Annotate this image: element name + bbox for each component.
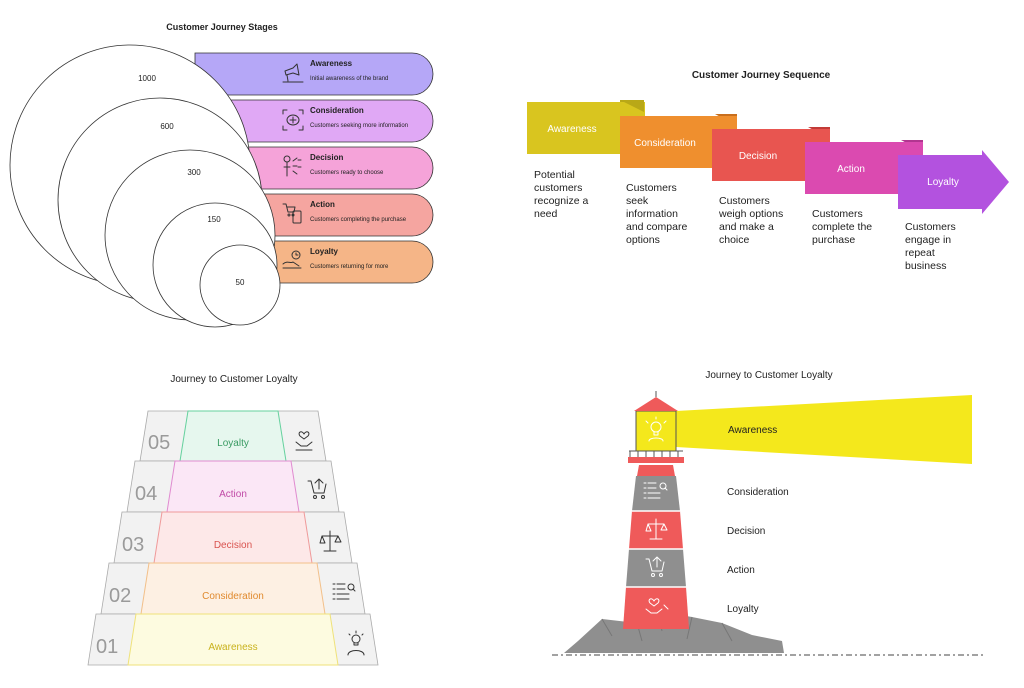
panel-title: Journey to Customer Loyalty xyxy=(705,370,832,381)
loyalty-icon xyxy=(282,250,302,269)
svg-text:customers: customers xyxy=(534,182,582,194)
sequence-diagram: Customer Journey Sequence Awareness Cons… xyxy=(527,70,1009,272)
step-number: 03 xyxy=(122,534,144,556)
lighthouse-diagram: Journey to Customer Loyalty Awareness xyxy=(552,370,984,656)
label-loyalty: Loyalty xyxy=(727,604,759,615)
stage-bar-consideration xyxy=(194,99,434,143)
list-search-icon xyxy=(643,482,668,499)
panel-title: Journey to Customer Loyalty xyxy=(170,374,297,385)
megaphone-icon xyxy=(282,63,304,83)
stage-description: Initial awareness of the brand xyxy=(310,76,388,82)
svg-text:weigh options: weigh options xyxy=(718,208,783,220)
stage-title: Action xyxy=(310,200,335,209)
step-number: 04 xyxy=(135,483,157,505)
panel-title: Customer Journey Stages xyxy=(166,22,278,32)
step-description-decision: Customers weigh options and make a choic… xyxy=(718,195,783,246)
svg-text:seek: seek xyxy=(626,195,649,207)
step-label: Decision xyxy=(739,151,777,162)
svg-text:purchase: purchase xyxy=(812,234,855,246)
stage-description: Customers returning for more xyxy=(310,264,389,270)
label-action: Action xyxy=(727,565,755,576)
stage-value: 1000 xyxy=(138,74,156,83)
sequence-step-loyalty: Loyalty xyxy=(898,150,1009,214)
rocks xyxy=(552,610,984,656)
cart-arrow-icon xyxy=(307,478,327,499)
step-description-consideration: Customers seek information and compare o… xyxy=(626,182,687,246)
svg-text:options: options xyxy=(626,234,660,246)
svg-text:Customers: Customers xyxy=(626,182,677,194)
cart-phone-icon xyxy=(282,203,302,224)
step-label: Consideration xyxy=(202,591,264,602)
stage-title: Consideration xyxy=(310,106,364,115)
svg-text:need: need xyxy=(534,208,558,220)
lighthouse-panel: Journey to Customer Loyalty Awareness xyxy=(512,341,1024,683)
stage-description: Customers ready to choose xyxy=(310,170,384,176)
stage-value: 50 xyxy=(236,278,245,287)
svg-text:Potential: Potential xyxy=(534,169,575,181)
choice-icon xyxy=(283,155,302,177)
stage-description: Customers seeking more information xyxy=(310,123,408,129)
scale-icon xyxy=(645,518,668,540)
svg-text:recognize a: recognize a xyxy=(534,195,588,207)
svg-text:repeat: repeat xyxy=(905,247,935,259)
staircase-diagram: Journey to Customer Loyalty 05 Loyalty 0… xyxy=(87,374,379,666)
stage-value: 300 xyxy=(187,168,201,177)
step-label: Consideration xyxy=(634,138,696,149)
stair-step-consideration: 02 Consideration xyxy=(109,562,356,615)
step-label: Decision xyxy=(214,540,252,551)
step-description-loyalty: Customers engage in repeat business xyxy=(905,221,956,272)
stage-title: Awareness xyxy=(310,59,353,68)
cart-arrow-icon xyxy=(645,556,665,577)
stage-circle-50 xyxy=(199,244,281,326)
stage-value: 150 xyxy=(207,215,221,224)
step-label: Awareness xyxy=(208,642,257,653)
svg-text:Customers: Customers xyxy=(905,221,956,233)
stair-step-awareness: 01 Awareness xyxy=(96,613,365,666)
scale-icon xyxy=(319,530,342,552)
journey-staircase-panel: Journey to Customer Loyalty 05 Loyalty 0… xyxy=(0,341,512,683)
svg-text:information: information xyxy=(626,208,678,220)
light-beam xyxy=(676,395,972,464)
svg-text:business: business xyxy=(905,260,946,272)
lighthouse-lantern xyxy=(628,391,684,463)
stage-title: Loyalty xyxy=(310,247,339,256)
stages-diagram: Customer Journey Stages 1000 600 300 150… xyxy=(9,22,434,328)
svg-text:Customers: Customers xyxy=(719,195,770,207)
svg-text:choice: choice xyxy=(719,234,750,246)
stage-description: Customers completing the purchase xyxy=(310,217,407,223)
step-number: 05 xyxy=(148,432,170,454)
step-description-action: Customers complete the purchase xyxy=(812,208,872,246)
step-label: Loyalty xyxy=(927,177,959,188)
svg-text:complete the: complete the xyxy=(812,221,872,233)
lightbulb-icon xyxy=(645,416,667,442)
svg-text:and make a: and make a xyxy=(719,221,774,233)
step-label: Action xyxy=(837,164,865,175)
step-label: Loyalty xyxy=(217,438,249,449)
step-description-awareness: Potential customers recognize a need xyxy=(534,169,588,220)
label-awareness: Awareness xyxy=(728,425,777,436)
svg-text:engage in: engage in xyxy=(905,234,951,246)
label-consideration: Consideration xyxy=(727,487,789,498)
svg-text:and compare: and compare xyxy=(626,221,687,233)
stair-step-loyalty: 05 Loyalty xyxy=(148,410,313,462)
stage-bar-awareness xyxy=(194,52,434,96)
svg-text:Customers: Customers xyxy=(812,208,863,220)
step-label: Action xyxy=(219,489,247,500)
label-decision: Decision xyxy=(727,526,765,537)
person-bulb-icon xyxy=(347,630,365,656)
lighthouse-tower xyxy=(623,461,689,629)
customer-journey-stages-panel: Customer Journey Stages 1000 600 300 150… xyxy=(0,0,512,340)
stage-title: Decision xyxy=(310,153,343,162)
focus-icon xyxy=(282,109,304,131)
step-number: 01 xyxy=(96,636,118,658)
customer-journey-sequence-panel: Customer Journey Sequence Awareness Cons… xyxy=(512,0,1024,340)
heart-hands-icon xyxy=(645,598,669,614)
step-number: 02 xyxy=(109,585,131,607)
panel-title: Customer Journey Sequence xyxy=(692,70,831,81)
stage-value: 600 xyxy=(160,122,174,131)
list-search-icon xyxy=(332,583,356,600)
stair-step-decision: 03 Decision xyxy=(122,511,342,564)
step-label: Awareness xyxy=(547,124,596,135)
heart-hands-icon xyxy=(295,431,313,451)
